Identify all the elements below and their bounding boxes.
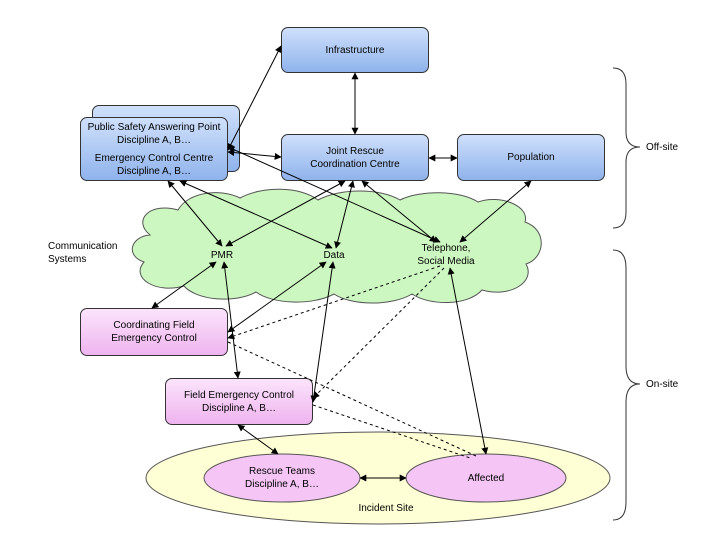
arrow-pmr-cfec bbox=[151, 261, 217, 309]
offsite-brace bbox=[612, 67, 641, 229]
rescue-teams-label: Rescue Teams Discipline A, B… bbox=[232, 465, 332, 491]
comm-label-line2: Systems bbox=[48, 254, 87, 265]
affected-label: Affected bbox=[467, 473, 505, 484]
population-box: Population bbox=[457, 134, 605, 181]
cfec-label-line1: Coordinating Field bbox=[113, 320, 195, 331]
telephone-label-line1: Telephone, bbox=[421, 243, 471, 254]
rescue-label-line1: Rescue Teams bbox=[249, 466, 315, 477]
ecc-label-line2: Discipline A, B… bbox=[117, 165, 191, 177]
psap-label-line1: Public Safety Answering Point bbox=[87, 121, 221, 133]
communication-systems-label: Communication Systems bbox=[48, 240, 128, 266]
telephone-label-line2: Social Media bbox=[417, 256, 475, 267]
infrastructure-label: Infrastructure bbox=[325, 44, 385, 56]
dashed-cfec-affected bbox=[227, 341, 477, 457]
dashed-telephone-fec bbox=[312, 267, 445, 399]
onsite-label: On-site bbox=[646, 379, 679, 390]
arrow-data-cfec bbox=[227, 261, 327, 333]
arrow-telephone-affected bbox=[447, 267, 489, 455]
arrow-fec-rescue bbox=[237, 424, 279, 455]
arrow-jrcc-telephone bbox=[361, 180, 437, 243]
fec-label-line2: Discipline A, B… bbox=[202, 402, 276, 414]
data-label: Data bbox=[323, 250, 345, 261]
offsite-label: Off-site bbox=[646, 142, 679, 153]
arrow-ecc-pmr bbox=[167, 180, 223, 247]
psap-ecc-box: Public Safety Answering Point Discipline… bbox=[80, 117, 228, 181]
arrow-pmr-fec bbox=[221, 261, 241, 379]
coordinating-field-emergency-control-box: Coordinating Field Emergency Control bbox=[80, 308, 228, 356]
arrow-data-fec bbox=[310, 261, 336, 403]
ecc-label-line1: Emergency Control Centre bbox=[94, 152, 214, 164]
field-emergency-control-box: Field Emergency Control Discipline A, B… bbox=[165, 378, 313, 425]
population-label: Population bbox=[507, 152, 555, 163]
arrow-jrcc-pmr bbox=[225, 180, 346, 247]
onsite-brace bbox=[612, 249, 641, 521]
arrow-population-telephone bbox=[459, 180, 532, 243]
psap-label-line2: Discipline A, B… bbox=[117, 134, 191, 146]
dashed-telephone-cfec bbox=[227, 265, 441, 340]
cfec-label-line2: Emergency Control bbox=[111, 333, 197, 344]
incident-site-label: Incident Site bbox=[358, 503, 414, 514]
fec-label-line1: Field Emergency Control bbox=[183, 389, 295, 401]
arrow-ecc-infrastructure bbox=[227, 45, 282, 151]
arrow-ecc-jrcc bbox=[227, 149, 282, 160]
dashed-fec-affected bbox=[312, 404, 471, 459]
rescue-label-line2: Discipline A, B… bbox=[245, 479, 319, 490]
pmr-label: PMR bbox=[210, 250, 234, 261]
comm-label-line1: Communication bbox=[48, 241, 118, 252]
arrow-ecc-data bbox=[179, 180, 333, 249]
arrow-jrcc-data bbox=[334, 180, 355, 249]
telephone-social-media-label: Telephone, Social Media bbox=[406, 242, 486, 268]
infrastructure-box: Infrastructure bbox=[281, 27, 429, 73]
